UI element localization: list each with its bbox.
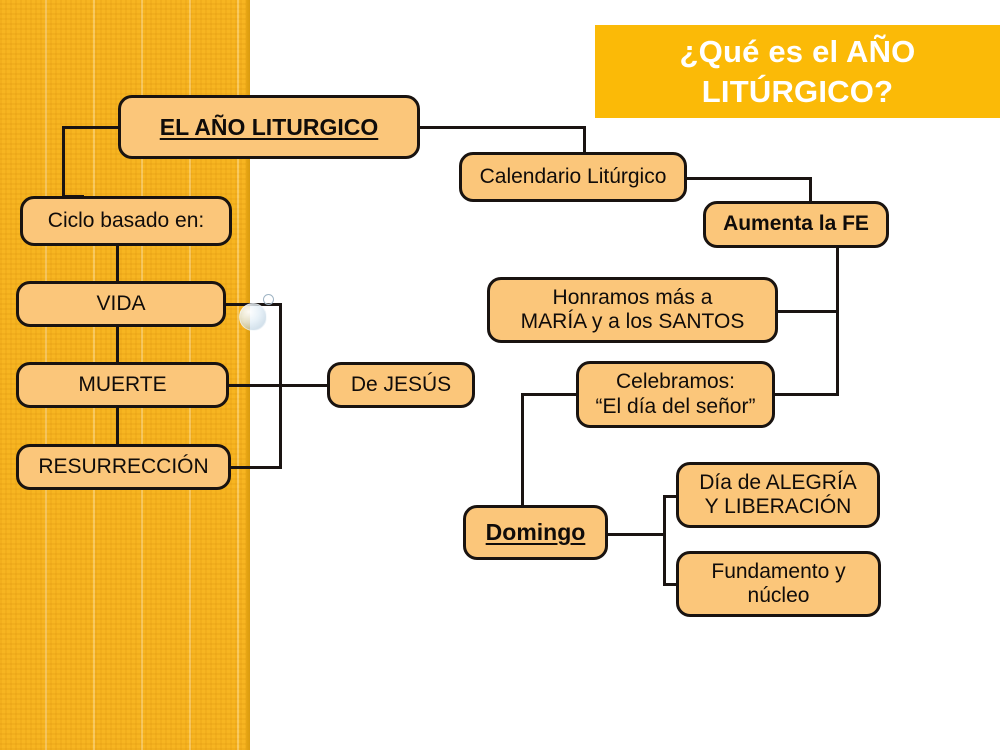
connector-root-left	[62, 126, 124, 129]
connector-resurreccion-trunk	[222, 466, 282, 469]
node-calendario-liturgico[interactable]: Calendario Litúrgico	[459, 152, 687, 202]
node-aumenta-la-fe[interactable]: Aumenta la FE	[703, 201, 889, 248]
small-bubble-icon	[263, 294, 274, 305]
alegria-line-2: Y LIBERACIÓN	[704, 495, 852, 518]
node-el-ano-liturgico[interactable]: EL AÑO LITURGICO	[118, 95, 420, 159]
node-honramos-maria-santos[interactable]: Honramos más a MARÍA y a los SANTOS	[487, 277, 778, 343]
connector-celebramos-domingo-vert	[521, 393, 524, 506]
connector-domingo-right	[608, 533, 666, 536]
honramos-line-1: Honramos más a	[552, 285, 713, 309]
left-panel-edge	[246, 0, 250, 750]
bubble-icon	[239, 303, 267, 331]
connector-branch-alegria	[663, 495, 683, 498]
connector-vida-muerte	[116, 326, 119, 364]
node-fundamento-y-nucleo[interactable]: Fundamento y núcleo	[676, 551, 881, 617]
connector-calendario-aumenta-vert	[809, 177, 812, 203]
connector-trunk-celebramos	[775, 393, 839, 396]
node-muerte[interactable]: MUERTE	[16, 362, 229, 408]
node-resurreccion[interactable]: RESURRECCIÓN	[16, 444, 231, 490]
title-line-1: ¿Qué es el AÑO	[679, 33, 916, 69]
alegria-line-1: Día de ALEGRÍA	[699, 470, 857, 494]
connector-root-right	[420, 126, 586, 129]
fundamento-line-1: Fundamento y	[711, 559, 846, 583]
connector-ciclo-vida	[116, 245, 119, 283]
connector-calendario-aumenta-horiz	[684, 177, 812, 180]
connector-root-to-ciclo-vert	[62, 126, 65, 198]
title-banner-text: ¿Qué es el AÑO LITÚRGICO?	[666, 32, 930, 111]
celebramos-line-2: “El día del señor”	[595, 394, 756, 418]
node-de-jesus[interactable]: De JESÚS	[327, 362, 475, 408]
connector-muerte-resurreccion	[116, 407, 119, 445]
honramos-line-2: MARÍA y a los SANTOS	[520, 310, 745, 333]
fundamento-line-2: núcleo	[747, 584, 810, 607]
node-celebramos-dia-del-senor[interactable]: Celebramos: “El día del señor”	[576, 361, 775, 428]
connector-domingo-branch-vert	[663, 495, 666, 586]
connector-trunk-honramos	[775, 310, 839, 313]
node-ciclo-basado-en[interactable]: Ciclo basado en:	[20, 196, 232, 246]
connector-left-trunk-vert	[279, 303, 282, 469]
node-dia-de-alegria-liberacion[interactable]: Día de ALEGRÍA Y LIBERACIÓN	[676, 462, 880, 528]
node-domingo[interactable]: Domingo	[463, 505, 608, 560]
connector-root-to-calendario-vert	[583, 126, 586, 154]
connector-branch-fundamento	[663, 583, 683, 586]
connector-celebramos-left	[521, 393, 579, 396]
title-banner: ¿Qué es el AÑO LITÚRGICO?	[595, 25, 1000, 118]
celebramos-line-1: Celebramos:	[615, 370, 736, 394]
connector-aumenta-trunk	[836, 248, 839, 396]
node-vida[interactable]: VIDA	[16, 281, 226, 327]
title-line-2: LITÚRGICO?	[701, 73, 894, 109]
